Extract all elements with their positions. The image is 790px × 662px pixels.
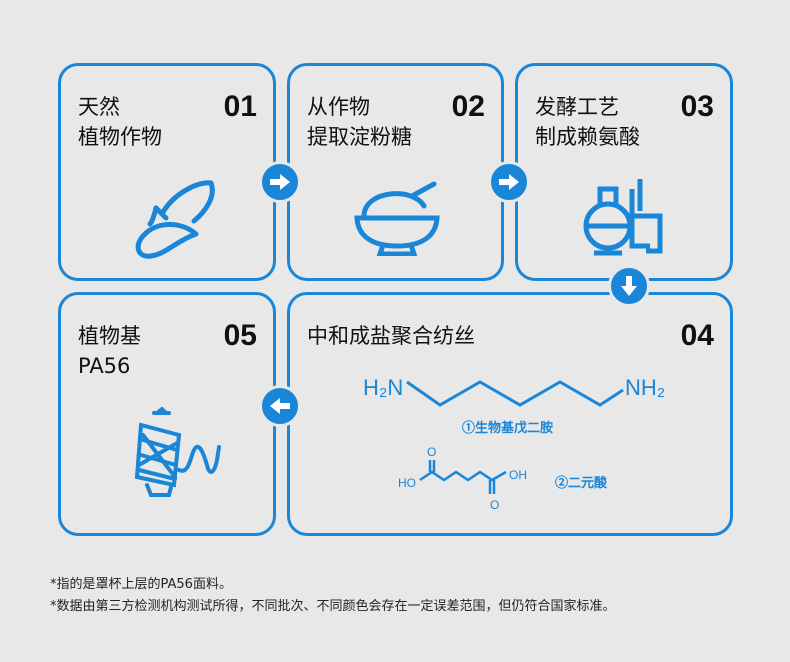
diamine-caption: ①生物基戊二胺	[462, 420, 554, 435]
corn-icon	[135, 180, 215, 259]
ho-label: HO	[398, 476, 416, 490]
arrow-right-icon	[259, 161, 301, 203]
oh-label: OH	[509, 468, 527, 482]
h2n-label: H₂N	[363, 375, 404, 400]
diamine-chain	[406, 380, 624, 407]
step-02-card: 从作物 提取淀粉糖 02	[287, 63, 504, 281]
step-number: 05	[223, 319, 257, 352]
step-title: 天然 植物作物	[78, 95, 162, 149]
step-05-card: 植物基 PA56 05	[58, 292, 276, 536]
footnote: *指的是罩杯上层的PA56面料。	[50, 577, 232, 592]
step-title: 发酵工艺 制成赖氨酸	[535, 95, 640, 149]
step-title: 中和成盐聚合纺丝	[307, 324, 475, 348]
diacid-caption: ②二元酸	[555, 475, 608, 490]
yarn-spool-icon	[134, 407, 221, 497]
footnote: *数据由第三方检测机构测试所得，不同批次、不同颜色会存在一定误差范围，但仍符合国…	[50, 599, 616, 614]
diacid-chain	[419, 460, 507, 494]
nh2-label: NH₂	[625, 375, 666, 400]
step-number: 04	[680, 319, 714, 352]
o-bottom-label: O	[490, 498, 500, 512]
arrow-down-icon	[608, 265, 650, 307]
step-number: 02	[451, 90, 485, 123]
step-01-card: 天然 植物作物 01	[58, 63, 276, 281]
o-top-label: O	[427, 445, 437, 459]
step-title: 从作物 提取淀粉糖	[307, 95, 412, 149]
arrow-left-icon	[259, 385, 301, 427]
step-04-card: 中和成盐聚合纺丝 04 H₂N NH₂ ①生物基戊二胺 O HO OH O ②二…	[287, 292, 733, 536]
arrow-right-icon	[488, 161, 530, 203]
bowl-icon	[354, 181, 440, 256]
step-title: 植物基 PA56	[78, 324, 141, 378]
step-03-card: 发酵工艺 制成赖氨酸 03	[515, 63, 733, 281]
step-number: 01	[223, 90, 257, 123]
factory-icon	[583, 179, 663, 256]
step-number: 03	[680, 90, 714, 123]
